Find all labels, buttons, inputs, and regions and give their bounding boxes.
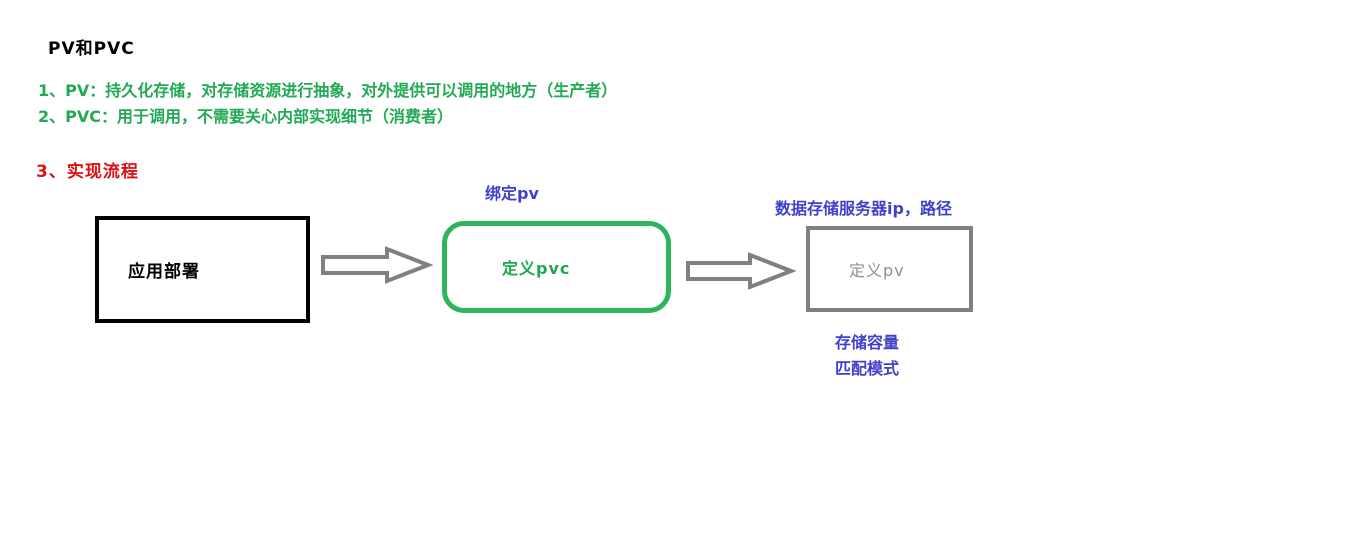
node-app-deploy-label: 应用部署 bbox=[128, 262, 200, 282]
node-define-pv: 定义pv bbox=[806, 226, 973, 312]
label-storage-server: 数据存储服务器ip，路径 bbox=[775, 199, 952, 218]
node-define-pvc-label: 定义pvc bbox=[502, 259, 571, 278]
node-define-pv-label: 定义pv bbox=[849, 261, 905, 280]
node-app-deploy: 应用部署 bbox=[95, 216, 310, 323]
node-define-pvc: 定义pvc bbox=[442, 221, 671, 313]
note-pv: 1、PV：持久化存储，对存储资源进行抽象，对外提供可以调用的地方（生产者） bbox=[38, 81, 618, 100]
notes-block: 1、PV：持久化存储，对存储资源进行抽象，对外提供可以调用的地方（生产者） 2、… bbox=[38, 78, 617, 130]
note-pvc: 2、PVC：用于调用，不需要关心内部实现细节（消费者） bbox=[38, 107, 453, 126]
label-storage-capacity: 存储容量 bbox=[835, 333, 900, 352]
block-arrow-right-icon bbox=[686, 252, 796, 290]
section-heading: 3、实现流程 bbox=[36, 162, 139, 182]
label-bind-pv: 绑定pv bbox=[485, 184, 539, 203]
block-arrow-right-icon bbox=[321, 246, 433, 284]
page-title: PV和PVC bbox=[48, 39, 135, 59]
label-match-mode: 匹配模式 bbox=[835, 359, 900, 378]
